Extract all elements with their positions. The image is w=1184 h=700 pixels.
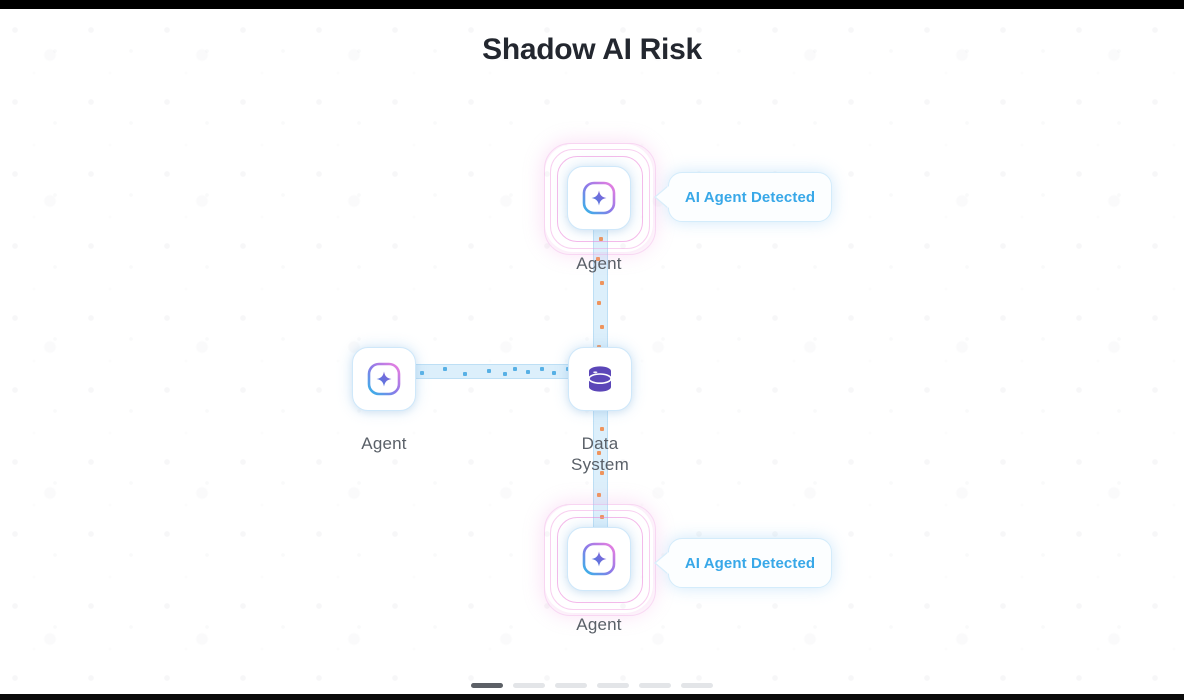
progress-dash-4[interactable] — [597, 683, 629, 688]
risk-packet — [600, 325, 604, 329]
data-packet — [552, 371, 556, 375]
data-packet — [443, 367, 447, 371]
data-system-card[interactable] — [568, 347, 632, 411]
tooltip-ai-agent-detected-bottom[interactable]: AI Agent Detected — [656, 538, 832, 588]
risk-packet — [597, 451, 601, 455]
slide-stage: Shadow AI Risk — [0, 9, 1184, 694]
data-packet — [487, 369, 491, 373]
connector-data-to-agent-bottom — [593, 394, 608, 534]
agent-bottom-label: Agent — [576, 615, 622, 634]
progress-dash-5[interactable] — [639, 683, 671, 688]
risk-packet — [599, 237, 603, 241]
data-system-label-line1: Data — [581, 434, 619, 453]
sparkle-icon — [582, 181, 616, 215]
tooltip-top-label: AI Agent Detected — [684, 188, 816, 206]
agent-card-bottom[interactable] — [567, 527, 631, 591]
progress-dash-1[interactable] — [471, 683, 503, 688]
page-title: Shadow AI Risk — [482, 33, 702, 66]
risk-packet — [596, 257, 600, 261]
database-icon — [581, 360, 619, 398]
risk-packet — [597, 301, 601, 305]
risk-packet — [597, 493, 601, 497]
data-packet — [420, 371, 424, 375]
data-system-label-line2: System — [571, 455, 629, 474]
data-packet — [540, 367, 544, 371]
tooltip-tail-icon — [656, 186, 669, 208]
risk-packet — [600, 427, 604, 431]
agent-top-label: Agent — [576, 254, 622, 273]
slide-progress-indicator[interactable] — [0, 683, 1184, 688]
tooltip-bottom-label: AI Agent Detected — [684, 554, 816, 572]
tooltip-ai-agent-detected-top[interactable]: AI Agent Detected — [656, 172, 832, 222]
letterbox-top-bar — [0, 0, 1184, 9]
progress-dash-2[interactable] — [513, 683, 545, 688]
risk-packet — [600, 515, 604, 519]
letterbox-bottom-bar — [0, 694, 1184, 700]
data-packet — [513, 367, 517, 371]
agent-left-label: Agent — [361, 434, 407, 453]
tooltip-tail-icon — [656, 552, 669, 574]
connector-agent-left-to-data — [400, 364, 600, 379]
progress-dash-6[interactable] — [681, 683, 713, 688]
data-packet — [526, 370, 530, 374]
risk-packet — [600, 471, 604, 475]
data-packet — [463, 372, 467, 376]
sparkle-icon — [367, 362, 401, 396]
connector-agent-top-to-data — [593, 224, 608, 364]
agent-card-top[interactable] — [567, 166, 631, 230]
sparkle-icon — [582, 542, 616, 576]
progress-dash-3[interactable] — [555, 683, 587, 688]
data-packet — [503, 372, 507, 376]
risk-packet — [600, 281, 604, 285]
agent-card-left[interactable] — [352, 347, 416, 411]
